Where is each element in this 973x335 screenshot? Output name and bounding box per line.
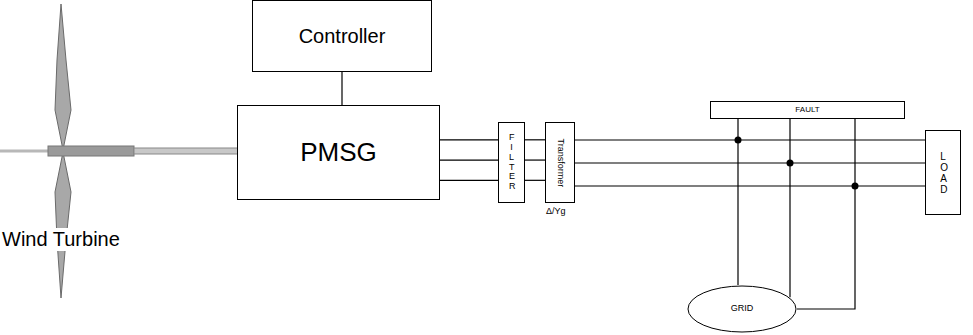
winding-label: Δ/Yg — [546, 206, 566, 216]
wire-connector — [342, 72, 343, 105]
wire-line — [525, 139, 545, 140]
grid-circle: GRID — [687, 285, 797, 333]
load-box: LOAD — [925, 130, 961, 215]
wire-connector — [440, 140, 498, 181]
node-text: FILTER — [509, 133, 514, 192]
wire-connector — [575, 140, 925, 186]
transformer-box: Transformer — [545, 122, 575, 203]
generator-box: PMSG — [237, 105, 440, 200]
junction-dot — [787, 160, 794, 167]
node-text: Controller — [299, 25, 386, 47]
wire-line — [341, 72, 342, 105]
turbine-label: Wind Turbine — [2, 228, 120, 251]
node-text: Transformer — [555, 138, 565, 187]
wire-line — [440, 139, 498, 140]
node-text: FAULT — [795, 106, 819, 115]
wire-line — [440, 159, 498, 160]
wire-line — [575, 185, 925, 186]
wire-line — [525, 159, 545, 160]
wire-line — [737, 119, 738, 285]
node-text: PMSG — [300, 138, 377, 167]
junction-dot — [735, 137, 742, 144]
wire-line — [575, 162, 925, 163]
wire-line — [440, 180, 498, 181]
wire-line — [789, 119, 790, 297]
node-text: LOAD — [940, 151, 946, 195]
controller-box: Controller — [252, 0, 432, 72]
wire-connector — [525, 140, 545, 181]
fault-box: FAULT — [710, 101, 905, 119]
node-text: GRID — [731, 304, 754, 314]
wire-line — [575, 139, 925, 140]
wire-connector — [738, 119, 855, 309]
wire-line — [525, 180, 545, 181]
junction-dot — [852, 183, 859, 190]
wire-line — [797, 119, 855, 309]
filter-box: FILTER — [498, 122, 525, 203]
